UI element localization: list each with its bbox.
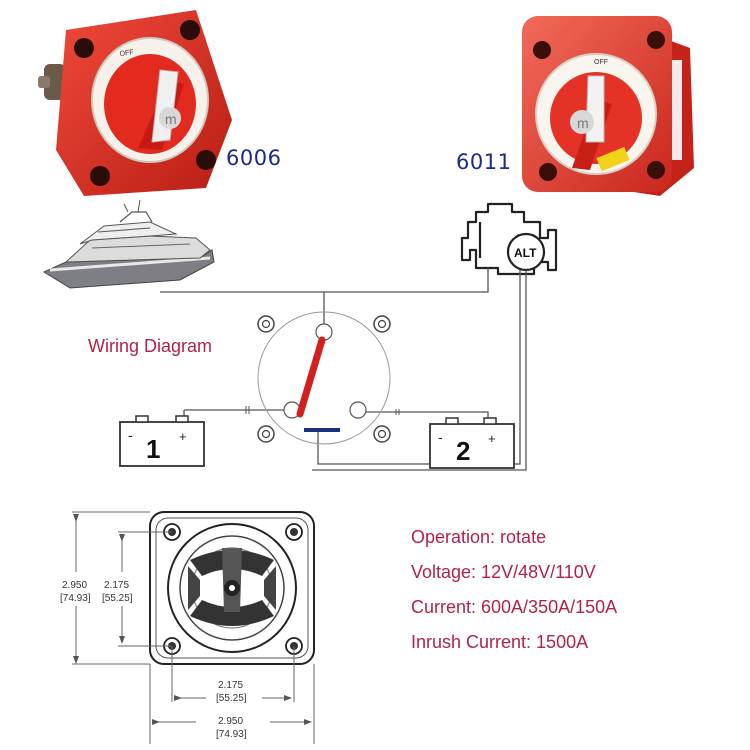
engine-icon xyxy=(460,202,558,276)
dim-inner-width: 2.175 xyxy=(218,680,243,691)
dim-inner-height-mm: [55.25] xyxy=(102,593,133,604)
knob-logo-6006: m xyxy=(165,111,177,127)
spec-list: Operation: rotate Voltage: 12V/48V/110V … xyxy=(411,525,731,665)
switch-lever xyxy=(296,336,326,418)
dial-off-6011: OFF xyxy=(594,59,608,66)
dimension-lines xyxy=(72,511,315,744)
spec-inrush-current: Inrush Current: 1500A xyxy=(411,632,589,652)
switch-6006-photo: m OFF xyxy=(38,10,232,196)
wiring-diagram-title: Wiring Diagram xyxy=(88,336,213,356)
battery-2-neg: - xyxy=(438,429,443,445)
dimension-drawing xyxy=(149,511,315,665)
spec-operation: Operation: rotate xyxy=(411,527,547,547)
switch-6011-photo: m OFF xyxy=(522,16,694,196)
spec-voltage: Voltage: 12V/48V/110V xyxy=(411,562,596,582)
switch-schematic xyxy=(257,311,391,445)
battery-2-pos: + xyxy=(488,431,496,446)
battery-1-pos: + xyxy=(179,429,187,444)
dial-off-6006: OFF xyxy=(119,49,134,58)
dim-outer-width-mm: [74.93] xyxy=(216,729,247,740)
dim-inner-width-mm: [55.25] xyxy=(216,693,247,704)
spec-current: Current: 600A/350A/150A xyxy=(411,597,618,617)
model-6011-label: 6011 xyxy=(456,150,512,174)
battery-1-neg: - xyxy=(128,427,133,443)
dim-outer-height-mm: [74.93] xyxy=(60,593,91,604)
dim-outer-height: 2.950 xyxy=(62,580,87,591)
knob-logo-6011: m xyxy=(577,115,589,131)
dim-outer-width: 2.950 xyxy=(218,716,243,727)
battery-2-number: 2 xyxy=(456,436,470,466)
battery-1-number: 1 xyxy=(146,434,160,464)
model-6006-label: 6006 xyxy=(226,146,282,170)
boat-icon xyxy=(42,199,215,289)
battery-1 xyxy=(119,415,205,467)
battery-2 xyxy=(429,417,515,469)
alternator-label: ALT xyxy=(514,246,537,260)
dim-inner-height: 2.175 xyxy=(104,580,129,591)
